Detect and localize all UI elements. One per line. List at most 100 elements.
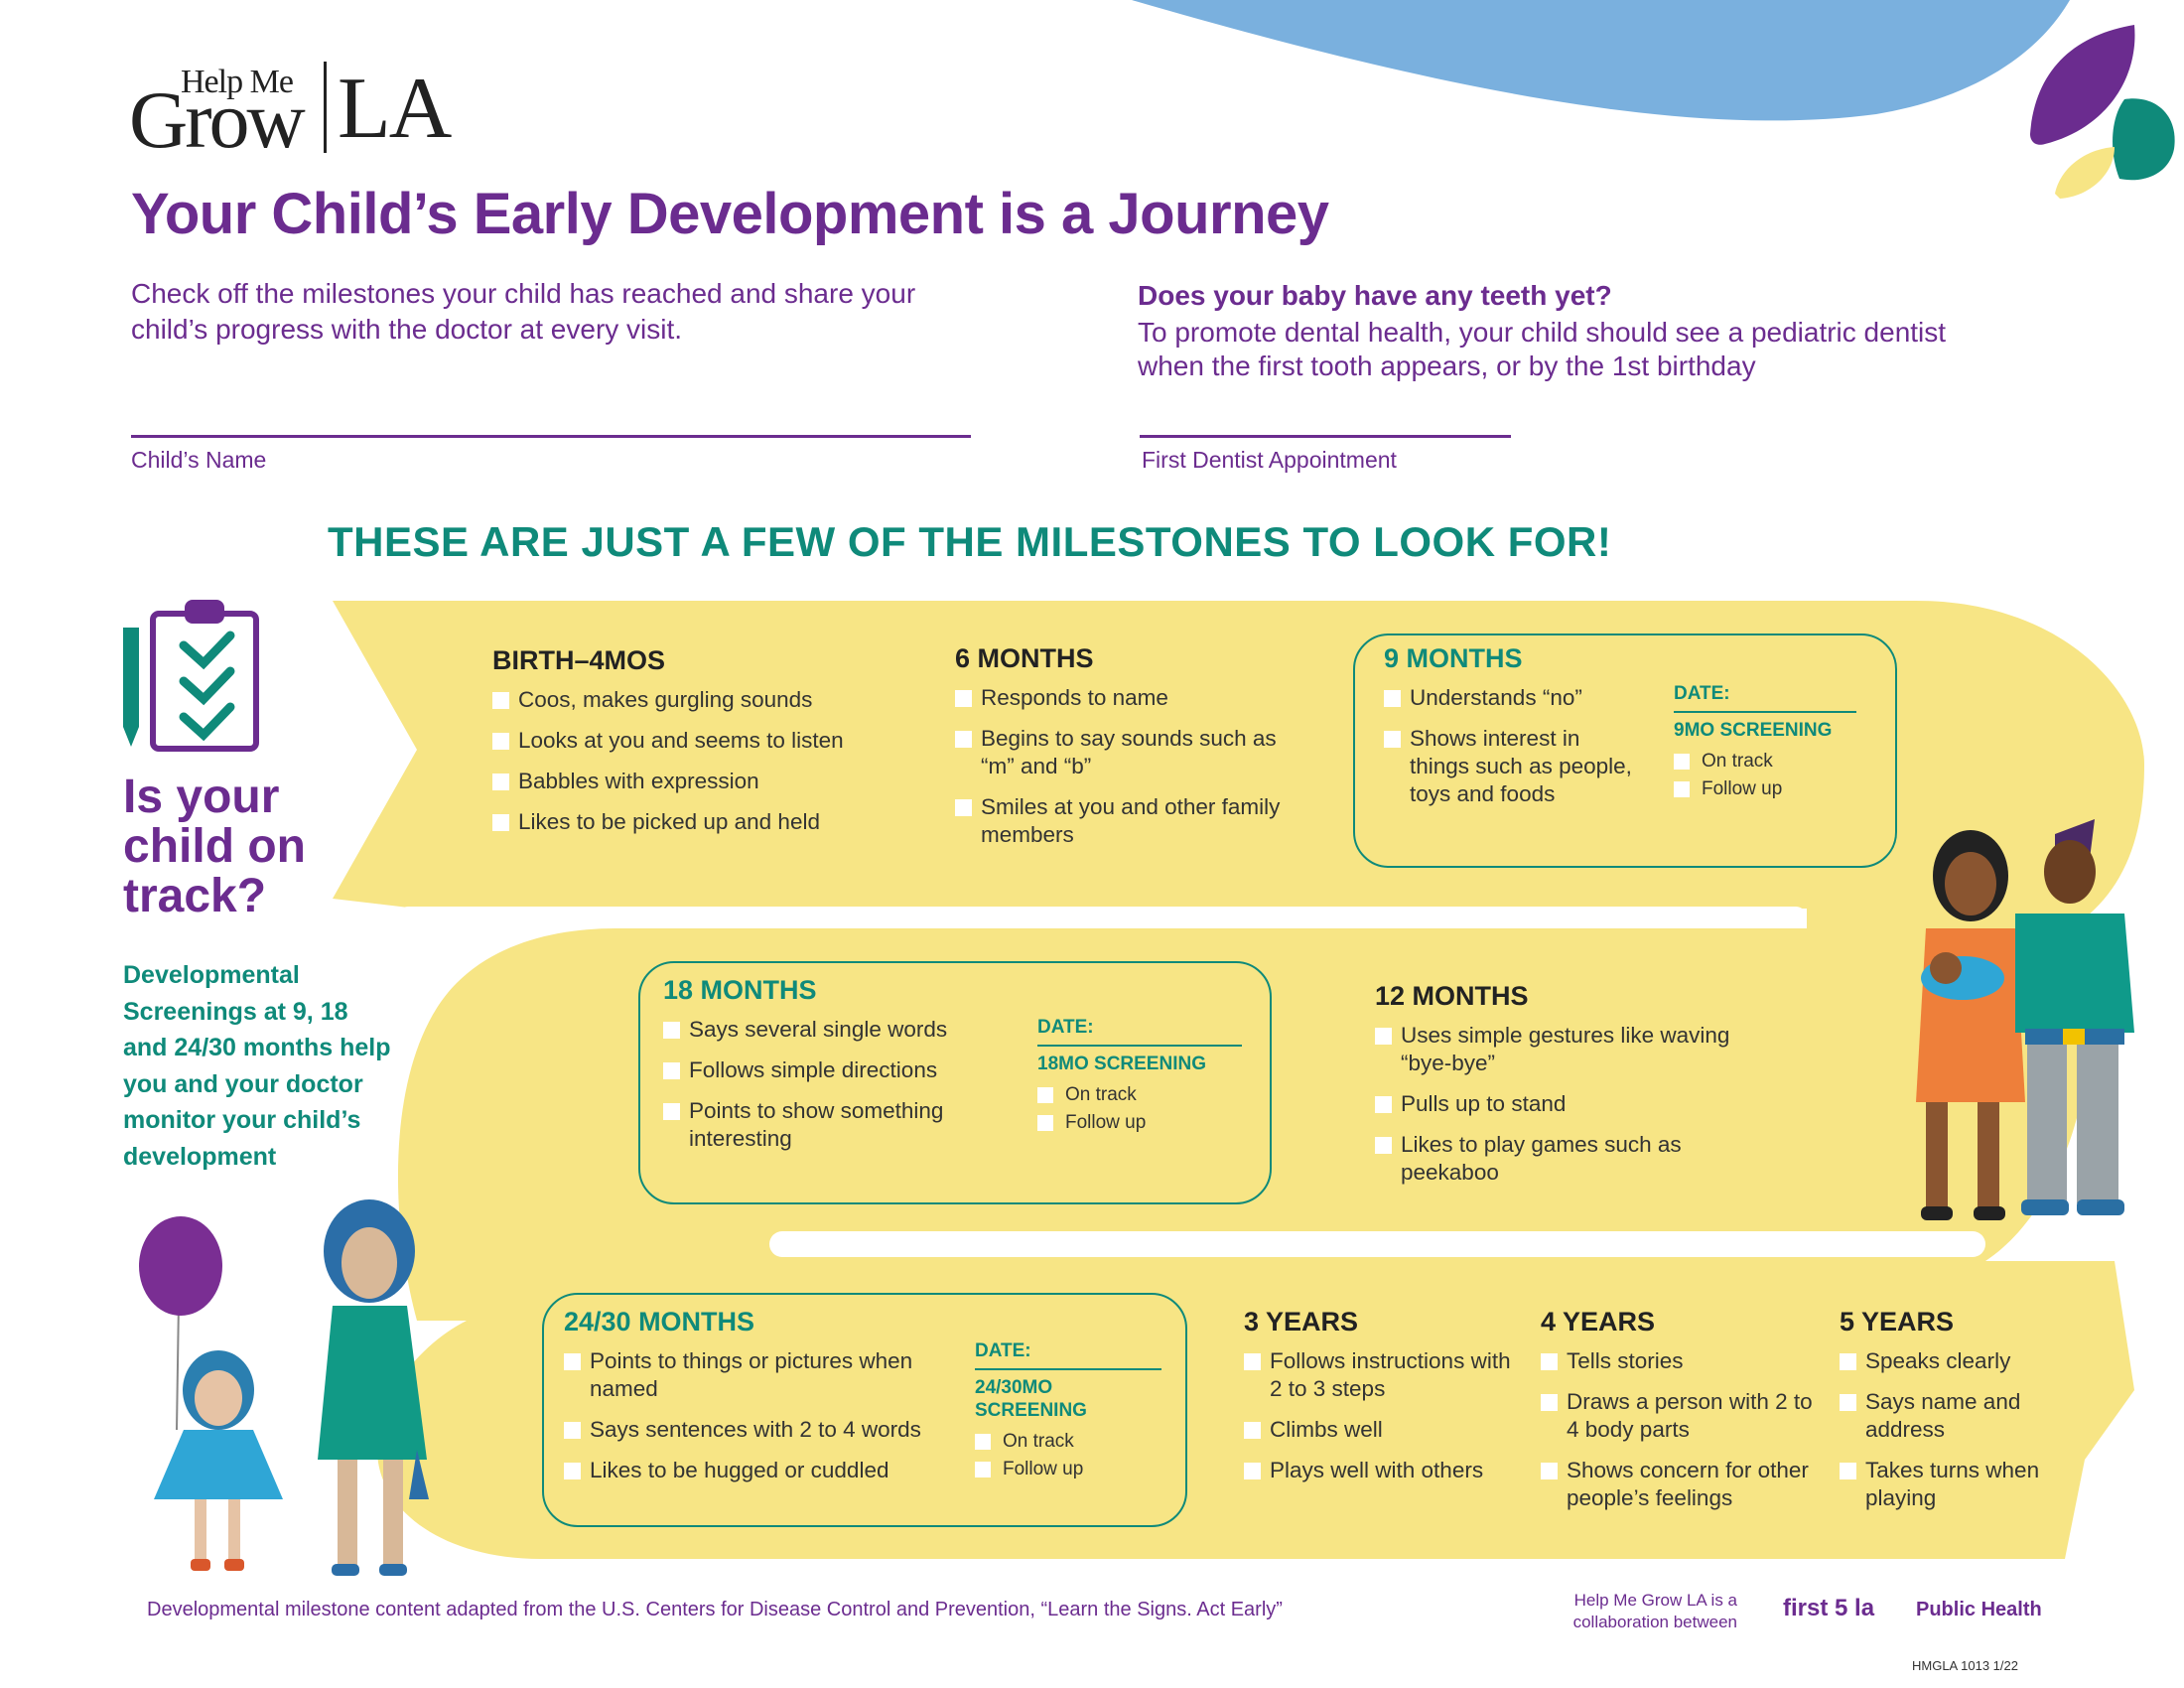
follow-up-option[interactable]: Follow up	[975, 1456, 1161, 1483]
milestone-text: Takes turns when playing	[1865, 1458, 2040, 1510]
milestone-item[interactable]: Uses simple gestures like waving “bye-by…	[1375, 1022, 1732, 1077]
source-footnote: Developmental milestone content adapted …	[147, 1599, 1283, 1620]
follow-up-option[interactable]: Follow up	[1037, 1109, 1242, 1137]
help-me-grow-la-logo: Help Me Grow LA	[129, 58, 496, 161]
checkbox[interactable]	[1541, 1463, 1558, 1479]
checkbox[interactable]	[1037, 1087, 1053, 1103]
purple-leaf-icon	[2030, 25, 2135, 145]
milestone-item[interactable]: Coos, makes gurgling sounds	[492, 686, 909, 714]
milestone-item[interactable]: Climbs well	[1244, 1416, 1512, 1444]
milestone-item[interactable]: Draws a person with 2 to 4 body parts	[1541, 1388, 1819, 1444]
milestone-text: Shows interest in things such as people,…	[1410, 726, 1632, 806]
page-title: Your Child’s Early Development is a Jour…	[131, 182, 1329, 246]
checkbox[interactable]	[1244, 1463, 1261, 1479]
milestone-item[interactable]: Looks at you and seems to listen	[492, 727, 909, 755]
checkbox[interactable]	[492, 814, 509, 831]
milestone-item[interactable]: Follows simple directions	[663, 1056, 1001, 1084]
milestone-item[interactable]: Likes to play games such as peekaboo	[1375, 1131, 1732, 1187]
on-track-option[interactable]: On track	[975, 1428, 1161, 1456]
milestone-item[interactable]: Likes to be picked up and held	[492, 808, 909, 836]
milestone-item[interactable]: Shows concern for other people’s feeling…	[1541, 1457, 1819, 1512]
milestone-item[interactable]: Points to things or pictures when named	[564, 1347, 963, 1403]
checkbox[interactable]	[492, 692, 509, 709]
checkbox[interactable]	[492, 733, 509, 750]
screening-date-label[interactable]: DATE:	[1674, 683, 1856, 713]
milestone-item[interactable]: Responds to name	[955, 684, 1302, 712]
checkbox[interactable]	[955, 690, 972, 707]
milestone-title: 9 MONTHS	[1384, 643, 1523, 673]
checkbox[interactable]	[955, 731, 972, 748]
checkbox[interactable]	[955, 799, 972, 816]
child-name-line[interactable]	[131, 435, 971, 438]
checkbox[interactable]	[1674, 754, 1690, 770]
checkbox[interactable]	[1541, 1394, 1558, 1411]
checkbox[interactable]	[1674, 781, 1690, 797]
milestone-24-30-months: 24/30 MONTHS Points to things or picture…	[564, 1307, 963, 1497]
checkbox[interactable]	[663, 1103, 680, 1120]
checkbox[interactable]	[1244, 1422, 1261, 1439]
milestone-item[interactable]: Takes turns when playing	[1840, 1457, 2048, 1512]
screening-date-label[interactable]: DATE:	[1037, 1017, 1242, 1047]
checkbox[interactable]	[564, 1353, 581, 1370]
checkbox[interactable]	[975, 1434, 991, 1450]
milestone-text: Looks at you and seems to listen	[518, 728, 844, 753]
milestone-item[interactable]: Tells stories	[1541, 1347, 1819, 1375]
checkbox[interactable]	[663, 1062, 680, 1079]
on-track-option[interactable]: On track	[1037, 1081, 1242, 1109]
milestone-item[interactable]: Smiles at you and other family members	[955, 793, 1302, 849]
milestone-item[interactable]: Shows interest in things such as people,…	[1384, 725, 1632, 808]
milestone-text: Responds to name	[981, 685, 1168, 710]
checkbox[interactable]	[1541, 1353, 1558, 1370]
screening-date-label[interactable]: DATE:	[975, 1340, 1161, 1370]
milestone-item[interactable]: Babbles with expression	[492, 768, 909, 795]
milestone-item[interactable]: Likes to be hugged or cuddled	[564, 1457, 963, 1484]
checkbox[interactable]	[1375, 1096, 1392, 1113]
milestone-item[interactable]: Says name and address	[1840, 1388, 2048, 1444]
checkbox[interactable]	[564, 1463, 581, 1479]
milestone-text: Tells stories	[1567, 1348, 1684, 1373]
checkbox[interactable]	[564, 1422, 581, 1439]
checkbox[interactable]	[975, 1462, 991, 1477]
milestone-text: Babbles with expression	[518, 769, 759, 793]
checkbox[interactable]	[1375, 1137, 1392, 1154]
checkbox[interactable]	[1840, 1463, 1856, 1479]
child-name-label: Child’s Name	[131, 447, 267, 473]
checkbox[interactable]	[1244, 1353, 1261, 1370]
checkbox[interactable]	[1384, 731, 1401, 748]
teal-leaf-icon	[2113, 98, 2175, 181]
checkbox[interactable]	[663, 1022, 680, 1039]
on-track-option[interactable]: On track	[1674, 748, 1856, 775]
milestones-heading: THESE ARE JUST A FEW OF THE MILESTONES T…	[328, 518, 1612, 565]
milestone-text: Climbs well	[1270, 1417, 1383, 1442]
road-divider-top	[397, 907, 1807, 928]
milestone-item[interactable]: Speaks clearly	[1840, 1347, 2048, 1375]
checkbox[interactable]	[1840, 1394, 1856, 1411]
milestone-text: Says several single words	[689, 1017, 948, 1042]
milestone-item[interactable]: Begins to say sounds such as “m” and “b”	[955, 725, 1302, 780]
milestone-12-months: 12 MONTHS Uses simple gestures like wavi…	[1375, 981, 1732, 1199]
milestone-item[interactable]: Plays well with others	[1244, 1457, 1512, 1484]
milestone-text: Coos, makes gurgling sounds	[518, 687, 813, 712]
milestone-text: Says sentences with 2 to 4 words	[590, 1417, 921, 1442]
checkbox[interactable]	[492, 774, 509, 790]
milestone-item[interactable]: Follows instructions with 2 to 3 steps	[1244, 1347, 1512, 1403]
milestone-item[interactable]: Understands “no”	[1384, 684, 1632, 712]
milestone-item[interactable]: Says several single words	[663, 1016, 1001, 1044]
dentist-appointment-line[interactable]	[1140, 435, 1511, 438]
milestone-text: Plays well with others	[1270, 1458, 1484, 1482]
milestone-title: 24/30 MONTHS	[564, 1307, 755, 1336]
milestone-item[interactable]: Says sentences with 2 to 4 words	[564, 1416, 963, 1444]
checkbox[interactable]	[1840, 1353, 1856, 1370]
checkbox[interactable]	[1375, 1028, 1392, 1045]
milestone-title: 4 YEARS	[1541, 1307, 1656, 1336]
nine-months-box	[1353, 633, 1897, 868]
follow-up-option[interactable]: Follow up	[1674, 775, 1856, 803]
document-code: HMGLA 1013 1/22	[1912, 1658, 2018, 1673]
milestone-3-years: 3 YEARS Follows instructions with 2 to 3…	[1244, 1307, 1512, 1497]
road-divider-bottom	[769, 1231, 1985, 1257]
checkbox[interactable]	[1037, 1115, 1053, 1131]
milestone-item[interactable]: Points to show something interesting	[663, 1097, 1001, 1153]
side-question-line-1: Is your	[123, 771, 280, 823]
milestone-item[interactable]: Pulls up to stand	[1375, 1090, 1732, 1118]
checkbox[interactable]	[1384, 690, 1401, 707]
